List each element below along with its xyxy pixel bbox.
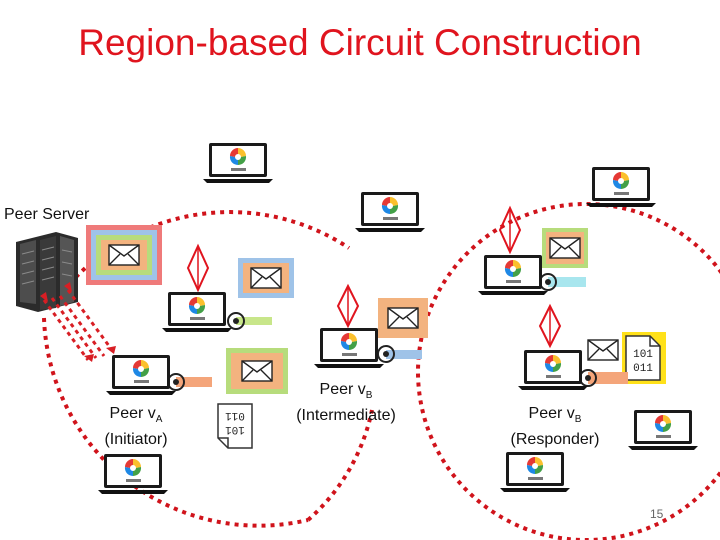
key-icon	[539, 273, 586, 291]
link-arrow-intermediate	[336, 283, 360, 329]
link-arrow-initiator-intermediate	[186, 243, 210, 293]
envelope-icon	[587, 339, 619, 361]
key-icon	[377, 345, 422, 363]
laptop-icon	[162, 292, 232, 332]
binary-text-4: 011	[225, 409, 245, 421]
laptop-icon	[500, 452, 570, 492]
laptop-icon	[203, 143, 273, 183]
key-icon	[167, 373, 212, 391]
laptop-icon	[106, 355, 176, 395]
laptop-icon	[518, 350, 588, 390]
peer-initiator-label: Peer vA (Initiator)	[104, 405, 168, 449]
server-arrowheads	[40, 282, 116, 362]
onion-message-c	[378, 298, 428, 338]
peer-server-label: Peer Server	[4, 206, 90, 223]
laptop-icon	[314, 328, 384, 368]
key-icon	[227, 312, 272, 330]
onion-message-server	[86, 225, 162, 285]
laptop-icon	[628, 410, 698, 450]
link-arrow-responder	[538, 303, 562, 349]
laptop-icon	[355, 192, 425, 232]
peer-intermediate-label: Peer vB (Intermediate)	[296, 381, 396, 425]
slide-title: Region-based Circuit Construction	[78, 22, 642, 63]
page-number: 15	[650, 507, 664, 521]
peer-responder-label: Peer vB (Responder)	[510, 405, 600, 449]
binary-file-icon: 101 011	[622, 332, 666, 384]
binary-text-3: 101	[225, 423, 245, 435]
key-icon	[579, 369, 628, 387]
onion-message-b	[238, 258, 294, 298]
onion-message-d	[542, 228, 588, 268]
onion-message-e	[226, 348, 288, 394]
link-arrow-intermediate-responder	[498, 205, 522, 255]
laptop-icon	[98, 454, 168, 494]
binary-text-1: 101	[633, 349, 653, 361]
laptop-icon	[478, 255, 548, 295]
binary-text-2: 011	[633, 363, 653, 375]
laptop-icon	[586, 167, 656, 207]
binary-file-icon: 101 011	[217, 403, 253, 449]
